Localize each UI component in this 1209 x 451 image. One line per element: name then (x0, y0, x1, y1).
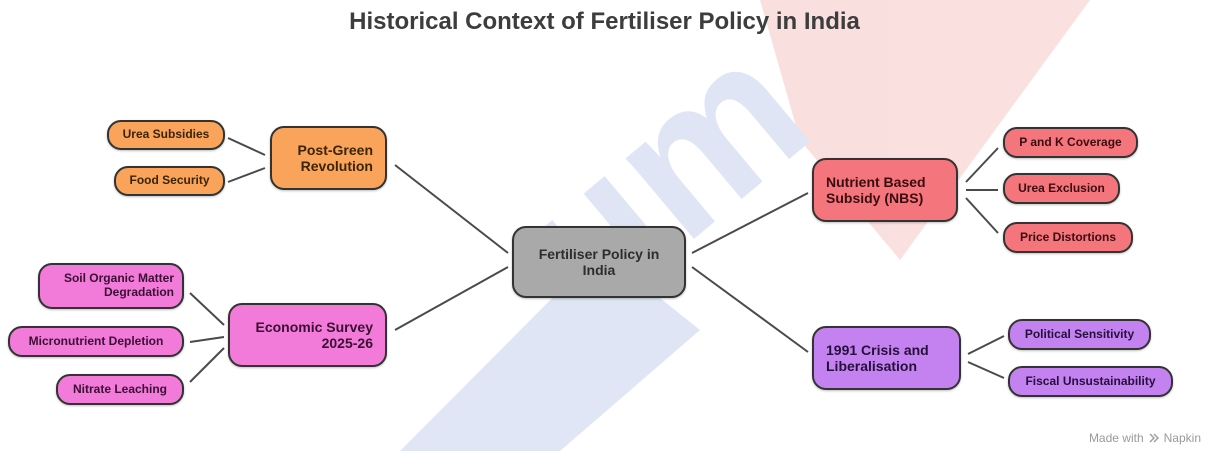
branch-economic-survey: Economic Survey 2025-26 (228, 303, 387, 367)
connector (394, 266, 509, 331)
connector (394, 164, 509, 254)
leaf-price-distortions: Price Distortions (1003, 222, 1133, 253)
leaf-urea-subsidies: Urea Subsidies (107, 120, 225, 150)
branch-nutrient-based-subsidy: Nutrient Based Subsidy (NBS) (812, 158, 958, 222)
leaf-soil-organic-matter: Soil Organic Matter Degradation (38, 263, 184, 309)
connector (967, 361, 1005, 379)
napkin-logo-icon (1149, 433, 1159, 443)
branch-1991-crisis: 1991 Crisis and Liberalisation (812, 326, 961, 390)
leaf-urea-exclusion: Urea Exclusion (1003, 173, 1120, 204)
branch-post-green-revolution: Post-Green Revolution (270, 126, 387, 190)
connector (189, 347, 225, 383)
connector (189, 336, 225, 343)
leaf-nitrate-leaching: Nitrate Leaching (56, 374, 184, 405)
connector (227, 137, 266, 156)
leaf-p-and-k-coverage: P and K Coverage (1003, 127, 1138, 158)
napkin-brand: Napkin (1163, 431, 1201, 445)
connector (691, 192, 809, 254)
leaf-food-security: Food Security (114, 166, 225, 196)
leaf-fiscal-unsustainability: Fiscal Unsustainability (1008, 366, 1173, 397)
connector (227, 167, 266, 183)
leaf-micronutrient-depletion: Micronutrient Depletion (8, 326, 184, 357)
connector (691, 266, 809, 353)
connector (965, 147, 999, 183)
connector (965, 197, 999, 234)
connector (189, 292, 225, 326)
made-with-napkin-credit: Made with Napkin (1089, 431, 1201, 445)
center-node: Fertiliser Policy in India (512, 226, 686, 298)
connector (967, 335, 1005, 355)
made-with-label: Made with (1088, 431, 1144, 445)
leaf-political-sensitivity: Political Sensitivity (1008, 319, 1151, 350)
diagram-title: Historical Context of Fertiliser Policy … (349, 8, 860, 35)
